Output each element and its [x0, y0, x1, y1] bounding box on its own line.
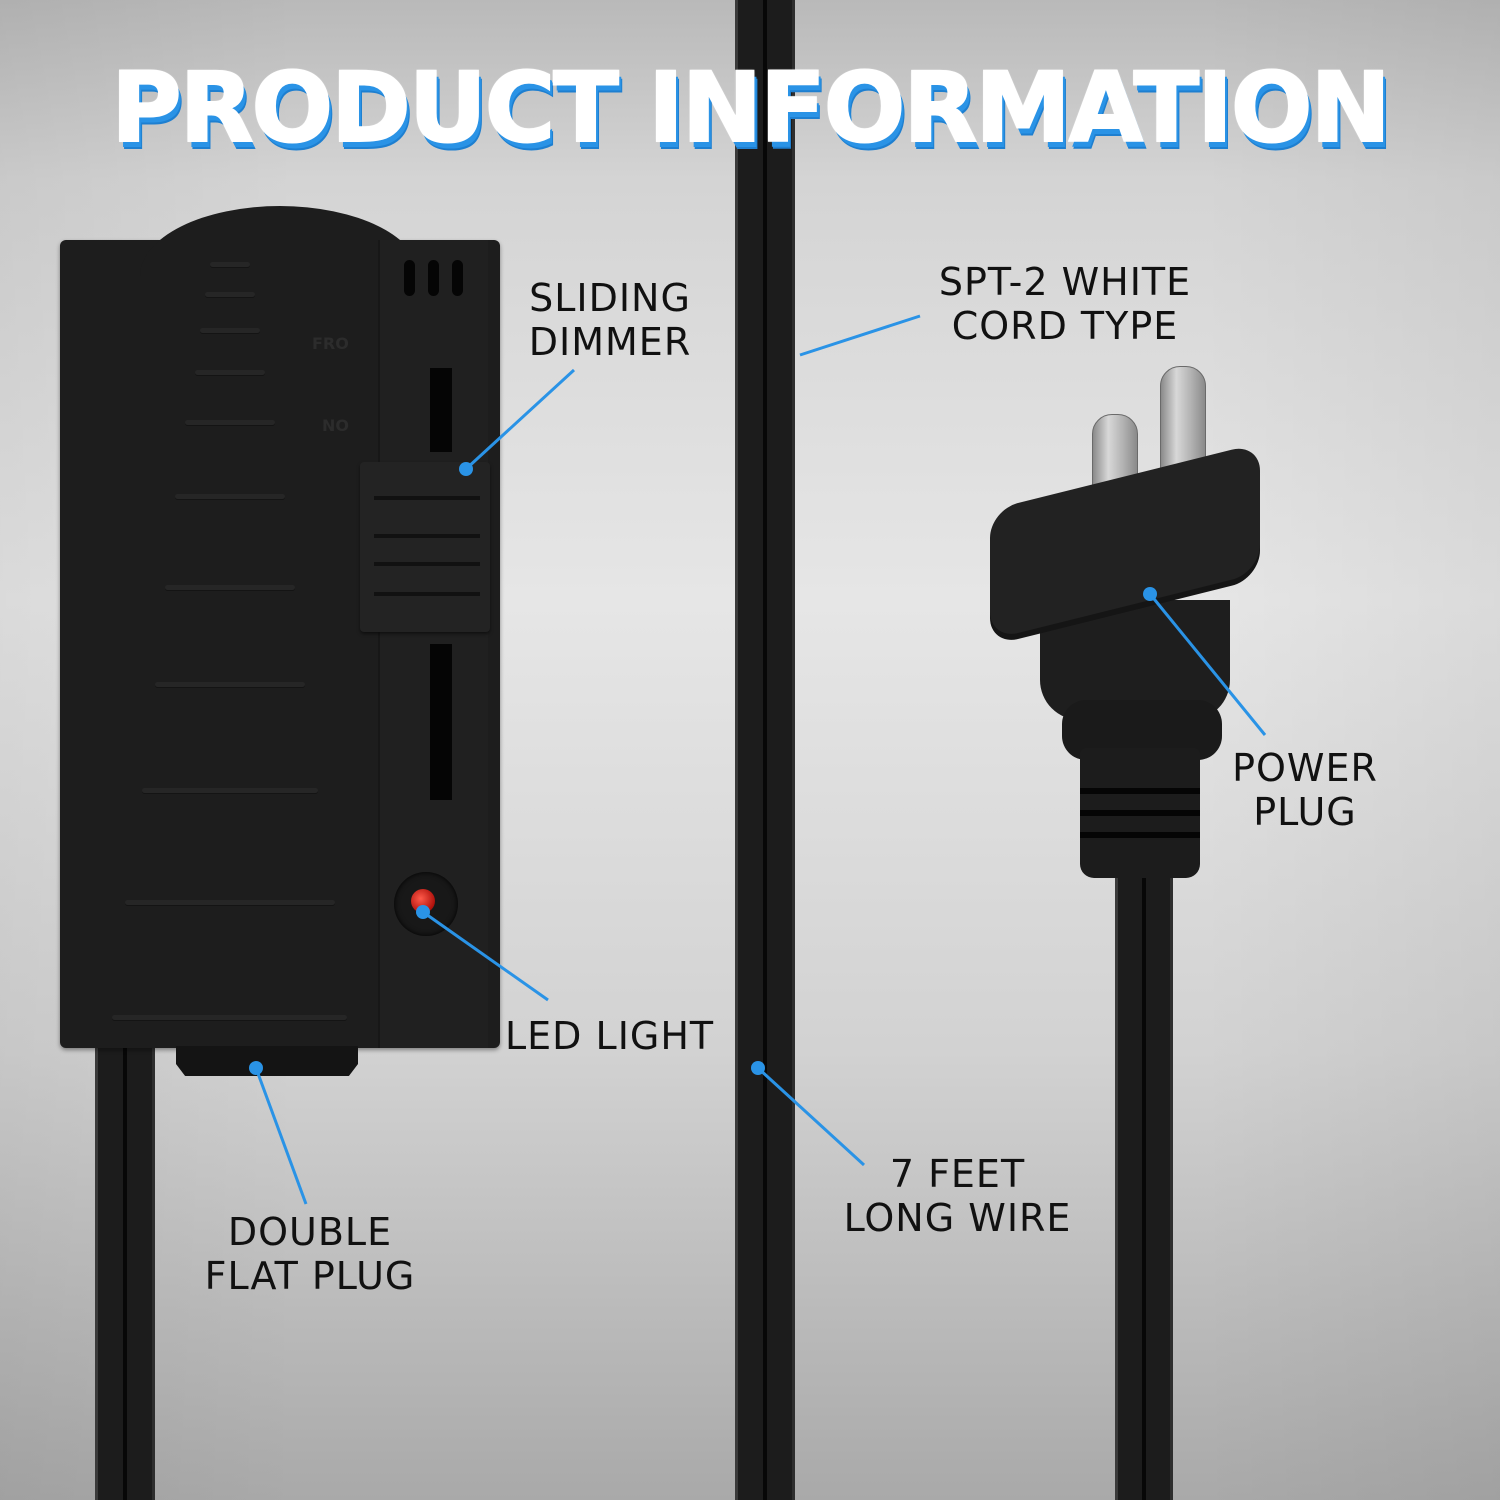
callout-line: FLAT PLUG [204, 1254, 416, 1298]
callout-line: DOUBLE [227, 1210, 393, 1254]
callout-dot-wire [751, 1061, 765, 1075]
double-flat-plug [176, 1046, 358, 1076]
scale-ridge [112, 1015, 347, 1020]
knob-groove [374, 592, 480, 596]
strain-groove [1080, 832, 1200, 838]
strain-groove [1080, 788, 1200, 794]
callout-dot-led [416, 905, 430, 919]
scale-mark-top: FRO [312, 334, 349, 353]
scale-mark-mid: NO [322, 416, 349, 435]
callout-line: DIMMER [528, 320, 692, 364]
callout-sliding-dimmer: SLIDING DIMMER [495, 276, 725, 364]
callout-dot-dimmer [459, 462, 473, 476]
callout-line: SPT-2 WHITE [938, 260, 1192, 304]
led-housing [394, 872, 458, 936]
vent-slot [404, 260, 415, 296]
dimmer-cord [95, 1040, 155, 1500]
knob-groove [374, 496, 480, 500]
scale-ridge [142, 788, 318, 793]
knob-groove [374, 534, 480, 538]
callout-line: LONG WIRE [843, 1196, 1072, 1240]
callout-wire-length: 7 FEET LONG WIRE [815, 1152, 1100, 1240]
callout-led-light: LED LIGHT [505, 1014, 765, 1058]
scale-ridge [195, 370, 265, 375]
scale-ridge [175, 494, 285, 499]
callout-line: POWER [1232, 746, 1378, 790]
callout-power-plug: POWER PLUG [1200, 746, 1410, 834]
vent-slot [428, 260, 439, 296]
slider-slot-lower [430, 644, 452, 800]
scale-ridge [185, 420, 275, 425]
callout-cord-type: SPT-2 WHITE CORD TYPE [905, 260, 1225, 348]
callout-line: PLUG [1253, 790, 1357, 834]
callout-line: 7 FEET [889, 1152, 1026, 1196]
plug-strain-relief [1080, 748, 1200, 878]
knob-groove [374, 562, 480, 566]
plug-cord [1115, 870, 1173, 1500]
scale-ridge [125, 900, 335, 905]
callout-dot-flat-plug [249, 1061, 263, 1075]
scale-ridge [155, 682, 305, 687]
callout-line: CORD TYPE [951, 304, 1179, 348]
dimmer-slider-knob[interactable] [360, 462, 490, 632]
callout-double-flat-plug: DOUBLE FLAT PLUG [180, 1210, 440, 1298]
slider-slot-upper [430, 368, 452, 452]
main-cord [735, 0, 795, 1500]
callout-line: LED LIGHT [505, 1014, 715, 1058]
scale-ridge [165, 585, 295, 590]
scale-ridge [210, 262, 250, 267]
scale-ridge [205, 292, 255, 297]
page-title: PRODUCT INFORMATION [110, 52, 1392, 164]
callout-line: SLIDING [529, 276, 691, 320]
callout-dot-power-plug [1143, 587, 1157, 601]
strain-groove [1080, 810, 1200, 816]
vent-slot [452, 260, 463, 296]
scale-ridge [200, 328, 260, 333]
